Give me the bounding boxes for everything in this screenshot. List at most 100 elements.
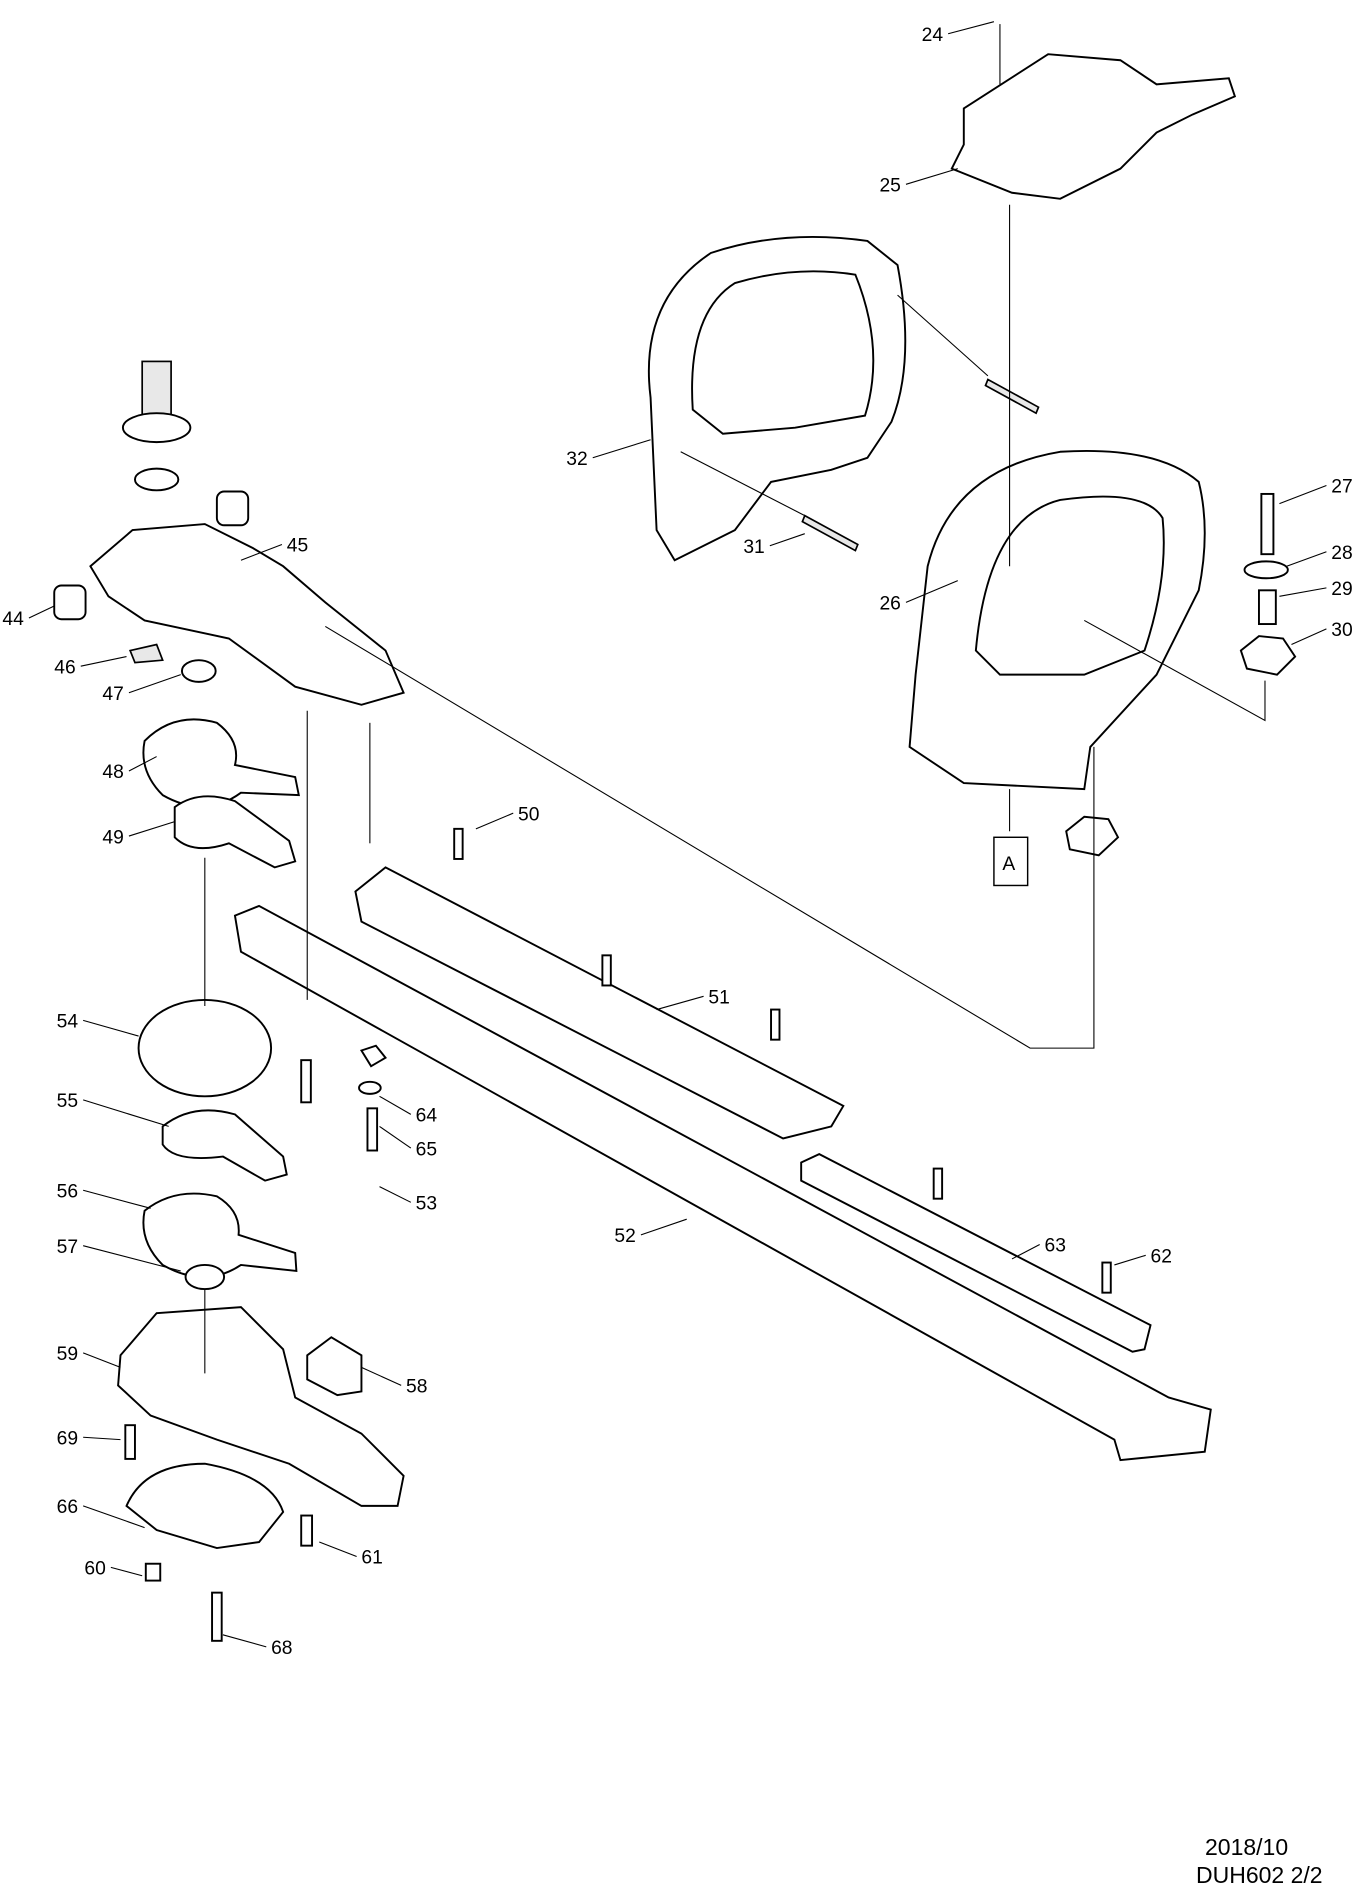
leader-line-44 — [28, 605, 55, 619]
damper-44-part — [53, 584, 87, 621]
part-label-64: 64 — [416, 1106, 438, 1127]
plate-55-part — [161, 1109, 288, 1182]
part-label-62: 62 — [1151, 1247, 1172, 1268]
plate-46-part — [128, 643, 164, 664]
part-label-68: 68 — [271, 1638, 292, 1659]
leader-line-52 — [640, 1218, 687, 1236]
part-label-49: 49 — [102, 827, 123, 848]
leader-line-50 — [475, 812, 514, 830]
part-label-55: 55 — [57, 1091, 78, 1112]
part-label-60: 60 — [84, 1559, 105, 1580]
leader-line-53 — [379, 1186, 412, 1203]
leader-line-49 — [128, 821, 175, 837]
screw-60-part — [144, 1562, 162, 1582]
washer-28-part — [1243, 560, 1289, 580]
leader-line-65 — [379, 1125, 412, 1149]
leader-line-47 — [128, 674, 181, 694]
upper-blade-51-part — [354, 866, 845, 1140]
screw-61-part — [300, 1514, 314, 1547]
leader-line-64 — [379, 1095, 412, 1115]
part-label-56: 56 — [57, 1181, 78, 1202]
nut-30-part — [1239, 635, 1297, 676]
leader-line-24 — [948, 21, 995, 35]
part-label-31: 31 — [743, 537, 764, 558]
leader-line-51 — [656, 995, 704, 1011]
leader-line-62 — [1114, 1254, 1146, 1266]
part-label-48: 48 — [102, 762, 123, 783]
gear-54-part — [137, 998, 273, 1098]
part-label-57: 57 — [57, 1237, 78, 1258]
part-label-58: 58 — [406, 1377, 427, 1398]
leader-line-29 — [1279, 587, 1327, 597]
part-label-25: 25 — [879, 176, 900, 197]
part-label-29: 29 — [1331, 579, 1352, 600]
part-label-63: 63 — [1045, 1236, 1066, 1257]
part-label-30: 30 — [1331, 620, 1352, 641]
model-page: DUH602 2/2 — [1196, 1862, 1323, 1888]
plate-56-part — [142, 1192, 298, 1278]
part-label-24: 24 — [922, 25, 944, 46]
reference-box — [993, 836, 1029, 887]
leader-line-45 — [240, 544, 283, 561]
part-label-27: 27 — [1331, 477, 1352, 498]
part-label-45: 45 — [287, 536, 308, 557]
plate-49-part — [173, 795, 297, 869]
part-label-52: 52 — [614, 1226, 635, 1247]
spring-part — [801, 514, 859, 552]
assembly-lines — [204, 204, 1266, 1374]
nut-a-part — [1065, 815, 1120, 857]
front-handle-part — [908, 449, 1206, 791]
leader-line-55 — [82, 1099, 169, 1127]
sleeve-29-part — [1257, 589, 1277, 626]
part-label-53: 53 — [416, 1194, 437, 1215]
part-label-28: 28 — [1331, 543, 1352, 564]
spring-part — [984, 378, 1040, 415]
part-label-65: 65 — [416, 1139, 437, 1160]
lower-blade-52-part — [233, 904, 1212, 1462]
leader-line-59 — [82, 1352, 121, 1368]
part-label-61: 61 — [361, 1548, 382, 1569]
part-label-46: 46 — [54, 657, 75, 678]
leader-line-30 — [1291, 628, 1327, 646]
screw-68-part — [211, 1591, 223, 1642]
leader-line-61 — [319, 1541, 357, 1558]
bearing-57-part — [184, 1263, 226, 1291]
leader-line-58 — [361, 1366, 402, 1386]
part-label-66: 66 — [57, 1497, 78, 1518]
leader-line-26 — [905, 580, 958, 603]
leader-line-46 — [80, 656, 127, 667]
leader-line-48 — [128, 756, 157, 772]
part-label-51: 51 — [708, 988, 729, 1009]
leader-line-25 — [905, 168, 958, 185]
plate-48-part — [142, 718, 300, 808]
leader-line-27 — [1279, 484, 1327, 505]
leader-line-66 — [82, 1505, 145, 1529]
leader-line-32 — [592, 439, 651, 459]
leader-line-60 — [110, 1566, 143, 1577]
reference-box-label: A — [1002, 854, 1015, 875]
part-label-54: 54 — [57, 1012, 79, 1033]
leader-line-28 — [1286, 551, 1327, 567]
leader-line-54 — [83, 1019, 139, 1037]
gear-case-59-part — [117, 1306, 405, 1507]
leader-line-31 — [769, 533, 805, 547]
part-label-32: 32 — [566, 449, 587, 470]
part-label-26: 26 — [879, 594, 900, 615]
block-58-part — [306, 1336, 363, 1397]
gear-housing-45-part — [89, 523, 405, 706]
leader-line-69 — [83, 1436, 121, 1441]
blade-screws — [300, 827, 1112, 1294]
top-cover-part — [950, 24, 1237, 200]
part-label-44: 44 — [2, 609, 24, 630]
part-label-47: 47 — [102, 684, 123, 705]
rear-handle-part — [647, 235, 907, 562]
screw-69-part — [124, 1424, 136, 1460]
rotor-part — [121, 360, 250, 527]
cover-66-part — [125, 1462, 285, 1550]
leader-line-57 — [83, 1245, 181, 1272]
leader-line-56 — [83, 1189, 151, 1209]
part-label-59: 59 — [57, 1344, 78, 1365]
leader-line-63 — [1011, 1243, 1040, 1260]
bearing-47-part — [180, 659, 217, 683]
